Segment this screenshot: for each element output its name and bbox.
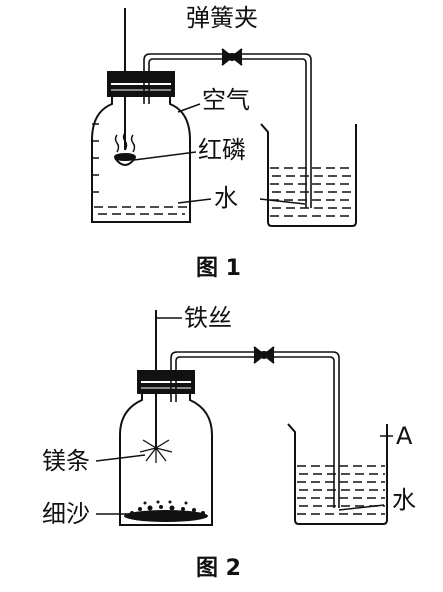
fig2-leader-lines — [95, 435, 393, 515]
fig1-label-air: 空气 — [202, 86, 250, 114]
fig1-apparatus — [91, 8, 357, 227]
fig2-beaker — [287, 423, 388, 525]
fig1-label-water: 水 — [214, 184, 238, 212]
fig1-gas-bottle — [91, 96, 191, 223]
fig2-magnesium-sparks — [139, 435, 173, 463]
fig2-gas-bottle — [119, 393, 213, 526]
fig1-spring-clamp — [221, 48, 243, 66]
fig1-caption: 图 1 — [196, 256, 241, 281]
fig1-beaker — [260, 123, 357, 227]
fig2-label-fine-sand: 细沙 — [42, 500, 90, 528]
fig1-bottle-water — [94, 206, 188, 215]
fig2-fine-sand — [124, 500, 208, 522]
fig2-label-magnesium-strip: 镁条 — [42, 447, 90, 475]
fig1-beaker-water — [270, 167, 354, 217]
fig2-caption: 图 2 — [196, 556, 241, 581]
fig1-label-spring-clamp: 弹簧夹 — [186, 4, 258, 32]
fig2-glass-tube — [170, 351, 340, 508]
fig2-apparatus — [95, 310, 393, 526]
fig1-smoke — [114, 132, 136, 153]
fig1-label-red-phosphorus: 红磷 — [198, 136, 246, 164]
fig1-bottle-graduations — [92, 123, 99, 193]
fig2-spring-clamp — [253, 346, 275, 364]
fig2-label-mark-a: A — [396, 422, 413, 450]
fig2-label-water: 水 — [392, 486, 416, 514]
fig2-label-iron-wire: 铁丝 — [184, 304, 232, 332]
fig1-leader-lines — [133, 103, 306, 205]
